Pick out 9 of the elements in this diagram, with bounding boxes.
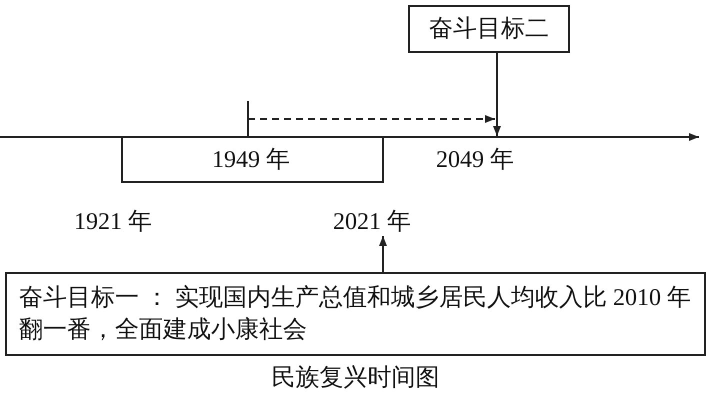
goal-box: 奋斗目标一 ： 实现国内生产总值和城乡居民人均收入比 2010 年翻一番，全面建成小康社会 — [5, 272, 706, 356]
goal-box: 奋斗目标二 — [408, 5, 570, 53]
year-label: 1949 年 — [212, 146, 290, 174]
year-label: 2021 年 — [333, 208, 411, 236]
arrow — [493, 52, 501, 136]
year-label: 2049 年 — [436, 146, 514, 174]
arrow — [379, 236, 387, 272]
caption: 民族复兴时间图 — [270, 364, 440, 392]
year-label: 1921 年 — [74, 208, 152, 236]
